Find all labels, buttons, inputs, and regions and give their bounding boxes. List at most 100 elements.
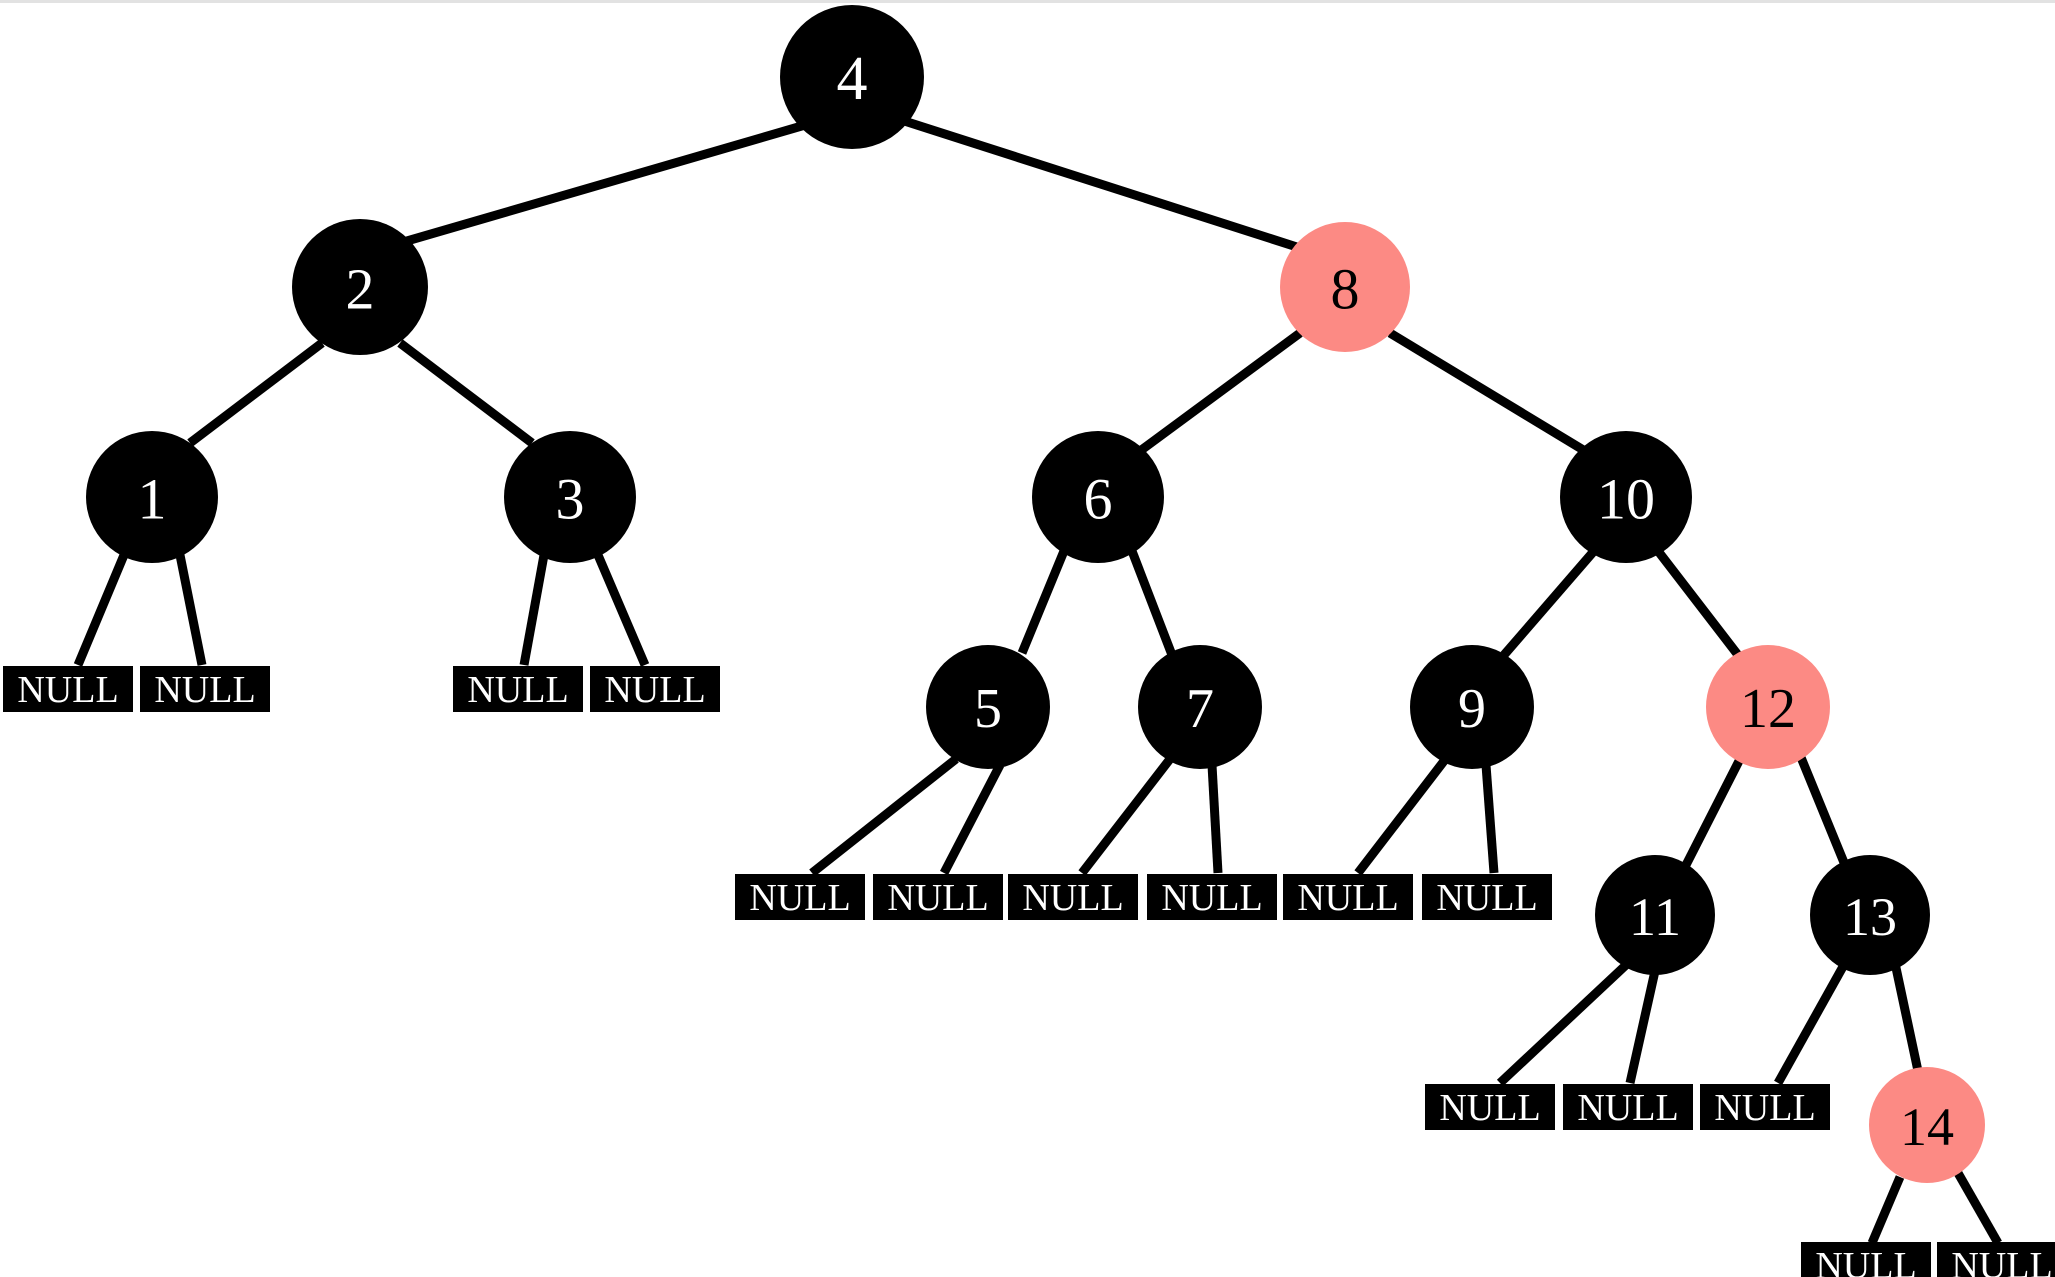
edges-layer: [73, 113, 2002, 1246]
null-leaf-u5[interactable]: NULL: [735, 874, 865, 920]
node-label: 1: [138, 467, 167, 532]
null-leaf-box: [140, 666, 270, 712]
node-circle-black: [780, 5, 924, 149]
null-leaf-box: [1283, 874, 1413, 920]
node-circle-black: [1595, 855, 1715, 975]
null-leaf-label: NULL: [1439, 1087, 1540, 1129]
null-leaf-label: NULL: [17, 669, 118, 711]
null-leaf-label: NULL: [1951, 1245, 2052, 1277]
node-circle-black: [1410, 645, 1534, 769]
node-circle-red: [1869, 1067, 1985, 1183]
tree-edge-n13-n14: [1890, 962, 1923, 1072]
null-leaf-u15[interactable]: NULL: [1937, 1242, 2055, 1277]
null-leaf-label: NULL: [749, 877, 850, 919]
null-leaf-u4[interactable]: NULL: [590, 666, 720, 712]
node-label: 6: [1084, 467, 1113, 532]
tree-edge-n3-u3: [519, 554, 549, 666]
tree-edge-n11-u12: [1625, 970, 1660, 1084]
null-leaf-u11[interactable]: NULL: [1425, 1084, 1555, 1130]
node-circle-black: [504, 431, 636, 563]
tree-edge-n2-n3: [397, 339, 535, 447]
node-circle-black: [86, 431, 218, 563]
node-label: 12: [1740, 678, 1796, 740]
tree-node-10[interactable]: 10: [1560, 431, 1692, 563]
null-leaf-u1[interactable]: NULL: [3, 666, 133, 712]
null-leaf-u3[interactable]: NULL: [453, 666, 583, 712]
tree-edge-n7-u8: [1207, 764, 1223, 874]
tree-node-14[interactable]: 14: [1869, 1067, 1985, 1183]
tree-edge-n4-n2: [398, 118, 814, 248]
node-circle-black: [1810, 855, 1930, 975]
null-leaf-label: NULL: [1022, 877, 1123, 919]
null-leaf-label: NULL: [1297, 877, 1398, 919]
node-label: 13: [1843, 887, 1897, 947]
null-leaf-label: NULL: [887, 877, 988, 919]
node-circle-black: [1560, 431, 1692, 563]
null-leaf-u6[interactable]: NULL: [873, 874, 1003, 920]
null-leaf-label: NULL: [467, 669, 568, 711]
node-label: 10: [1597, 467, 1655, 532]
null-leaf-label: NULL: [604, 669, 705, 711]
null-leaf-u2[interactable]: NULL: [140, 666, 270, 712]
null-leaf-label: NULL: [1161, 877, 1262, 919]
tree-edge-n11-u11: [1496, 961, 1630, 1087]
tree-edge-n1-u2: [175, 554, 207, 666]
tree-edge-n12-n11: [1681, 756, 1745, 868]
tree-edge-n6-n5: [1017, 549, 1069, 655]
null-leaf-u8[interactable]: NULL: [1147, 874, 1277, 920]
tree-node-3[interactable]: 3: [504, 431, 636, 563]
tree-edge-n3-u4: [593, 553, 650, 667]
node-circle-black: [1138, 645, 1262, 769]
tree-node-9[interactable]: 9: [1410, 645, 1534, 769]
tree-node-12[interactable]: 12: [1706, 645, 1830, 769]
tree-node-1[interactable]: 1: [86, 431, 218, 563]
tree-edge-n10-n9: [1500, 548, 1598, 658]
null-leaf-u9[interactable]: NULL: [1283, 874, 1413, 920]
tree-node-11[interactable]: 11: [1595, 855, 1715, 975]
tree-edge-n6-n7: [1127, 549, 1177, 657]
null-leaf-box: [1937, 1242, 2055, 1277]
tree-node-7[interactable]: 7: [1138, 645, 1262, 769]
null-nodes-layer: NULL NULL NULL NULL NULL NULL NULL NULL NULL NULL…: [3, 666, 2055, 1277]
null-leaf-box: [1700, 1084, 1830, 1130]
null-leaf-u14[interactable]: NULL: [1801, 1242, 1931, 1277]
tree-node-8[interactable]: 8: [1280, 222, 1410, 352]
null-leaf-label: NULL: [1436, 877, 1537, 919]
node-circle-red: [1706, 645, 1830, 769]
node-label: 7: [1186, 678, 1214, 740]
node-circle-red: [1280, 222, 1410, 352]
tree-node-13[interactable]: 13: [1810, 855, 1930, 975]
tree-edge-n9-u10: [1481, 764, 1499, 874]
node-label: 11: [1629, 887, 1681, 947]
null-leaf-box: [1563, 1084, 1693, 1130]
tree-node-4[interactable]: 4: [780, 5, 924, 149]
node-circle-black: [926, 645, 1050, 769]
null-leaf-box: [1422, 874, 1552, 920]
null-leaf-box: [873, 874, 1003, 920]
null-leaf-box: [735, 874, 865, 920]
tree-edge-n4-n8: [893, 113, 1302, 253]
null-leaf-box: [1008, 874, 1138, 920]
tree-edge-n8-n10: [1387, 329, 1588, 455]
tree-node-5[interactable]: 5: [926, 645, 1050, 769]
tree-edge-n14-u15: [1954, 1170, 2002, 1246]
tree-edge-n5-u6: [940, 762, 1004, 876]
tree-edge-n10-n12: [1654, 548, 1742, 658]
null-leaf-u13[interactable]: NULL: [1700, 1084, 1830, 1130]
node-label: 8: [1331, 257, 1360, 322]
null-leaf-u12[interactable]: NULL: [1563, 1084, 1693, 1130]
tree-edge-n2-n1: [187, 339, 325, 447]
null-leaf-box: [453, 666, 583, 712]
tree-edge-n9-u9: [1354, 758, 1448, 876]
tree-node-6[interactable]: 6: [1032, 431, 1164, 563]
null-leaf-box: [3, 666, 133, 712]
null-leaf-u10[interactable]: NULL: [1422, 874, 1552, 920]
tree-node-2[interactable]: 2: [292, 219, 428, 355]
tree-edge-n8-n6: [1137, 329, 1303, 455]
null-leaf-label: NULL: [1714, 1087, 1815, 1129]
tree-svg: NULL NULL NULL NULL NULL NULL NULL NULL NULL NULL…: [3, 5, 2055, 1277]
null-leaf-box: [590, 666, 720, 712]
null-leaf-box: [1147, 874, 1277, 920]
node-circle-black: [292, 219, 428, 355]
null-leaf-u7[interactable]: NULL: [1008, 874, 1138, 920]
